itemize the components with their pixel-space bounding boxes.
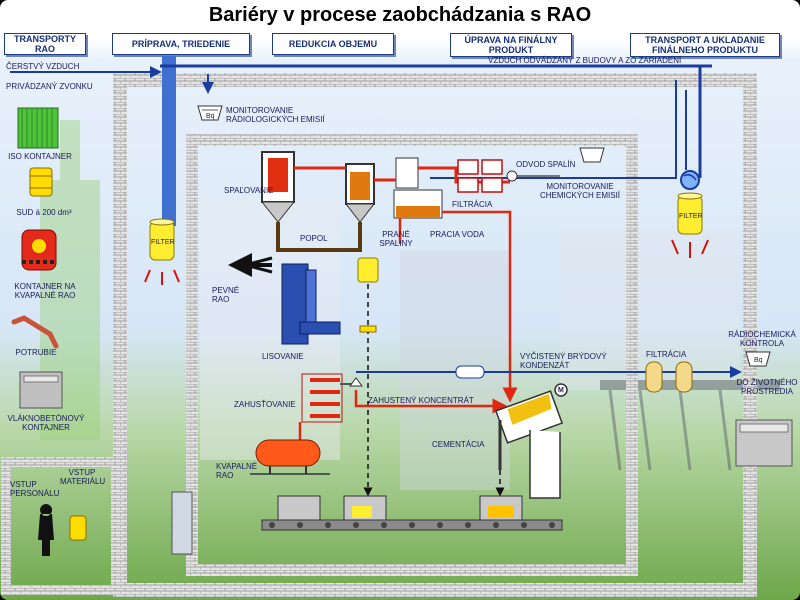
bq-monitor-left: Bq bbox=[206, 113, 215, 120]
header-priprava-triedenie: PRÍPRAVA, TRIEDENIE bbox=[112, 33, 250, 55]
diagram-title: Bariéry v procese zaobchádzania s RAO bbox=[208, 4, 592, 26]
label-vzduch-odvadzany: VZDUCH ODVÁDZANÝ Z BUDOVY A ZO ZARIADENÍ bbox=[488, 56, 682, 65]
label-monitorovanie-chem: MONITOROVANIE CHEMICKÝCH EMISIÍ bbox=[540, 182, 621, 200]
label-vlaknobetonovy: VLÁKNOBETÓNOVÝ KONTAJNER bbox=[7, 414, 85, 432]
header-redukcia-objemu: REDUKCIA OBJEMU bbox=[272, 33, 394, 55]
label-popol: POPOL bbox=[300, 234, 328, 243]
label-pevne-rao: PEVNÉ RAO bbox=[212, 286, 240, 304]
label-privadzany-zvonku: PRIVÁDZANÝ ZVONKU bbox=[6, 82, 93, 91]
label-cerstvy-vzduch: ČERSTVÝ VZDUCH bbox=[6, 62, 80, 71]
header-uprava-finalny-produkt: ÚPRAVA NA FINÁLNY PRODUKT bbox=[450, 33, 572, 57]
label-kvapalne-rao: KVAPALNÉ RAO bbox=[216, 462, 258, 480]
label-zahusteny-koncentrat: ZAHUSTENÝ KONCENTRÁT bbox=[368, 396, 474, 405]
label-filtracia-top: FILTRÁCIA bbox=[452, 200, 493, 209]
label-vycisteny-kondenzat: VYČISTENÝ BRÝDOVÝ KONDENZÁT bbox=[520, 352, 607, 370]
label-do-zivotneho-prostredia: DO ŽIVOTNÉHO PROSTREDIA bbox=[736, 378, 798, 396]
label-zahustovanie: ZAHUSŤOVANIE bbox=[234, 400, 296, 409]
mixer-motor-label: M bbox=[558, 387, 564, 394]
label-sud: SUD á 200 dm³ bbox=[16, 208, 72, 217]
label-lisovanie: LISOVANIE bbox=[262, 352, 304, 361]
header-transporty-rao: TRANSPORTY RAO bbox=[4, 33, 86, 55]
header-transport-ukladanie: TRANSPORT A UKLADANIE FINÁLNEHO PRODUKTU bbox=[630, 33, 780, 57]
label-radiochemicka-kontrola: RÁDIOCHEMICKÁ KONTROLA bbox=[728, 330, 796, 348]
filter-left-label: FILTER bbox=[151, 239, 175, 246]
label-vstup-personalu: VSTUP PERSONÁLU bbox=[10, 480, 60, 498]
label-monitorovanie-rad: MONITOROVANIE RÁDIOLOGICKÝCH EMISIÍ bbox=[226, 106, 325, 124]
label-spalovanie: SPAĽOVANIE bbox=[224, 186, 274, 195]
bq-monitor-right: Bq bbox=[754, 357, 763, 364]
filter-right-label: FILTER bbox=[679, 213, 703, 220]
label-potrubie: POTRUBIE bbox=[15, 348, 57, 357]
label-prane-spaliny: PRANÉ SPALINY bbox=[379, 230, 413, 248]
label-iso-kontajner: ISO KONTAJNER bbox=[8, 152, 72, 161]
label-filtracia-right: FILTRÁCIA bbox=[646, 350, 687, 359]
label-vstup-materialu: VSTUP MATERIÁLU bbox=[60, 468, 106, 486]
label-kontajner-kvapalne: KONTAJNER NA KVAPALNÉ RAO bbox=[14, 282, 76, 300]
label-pracia-voda: PRACIA VODA bbox=[430, 230, 485, 239]
label-cementacia: CEMENTÁCIA bbox=[432, 440, 485, 449]
label-odvod-spalin: ODVOD SPALÍN bbox=[516, 160, 576, 169]
